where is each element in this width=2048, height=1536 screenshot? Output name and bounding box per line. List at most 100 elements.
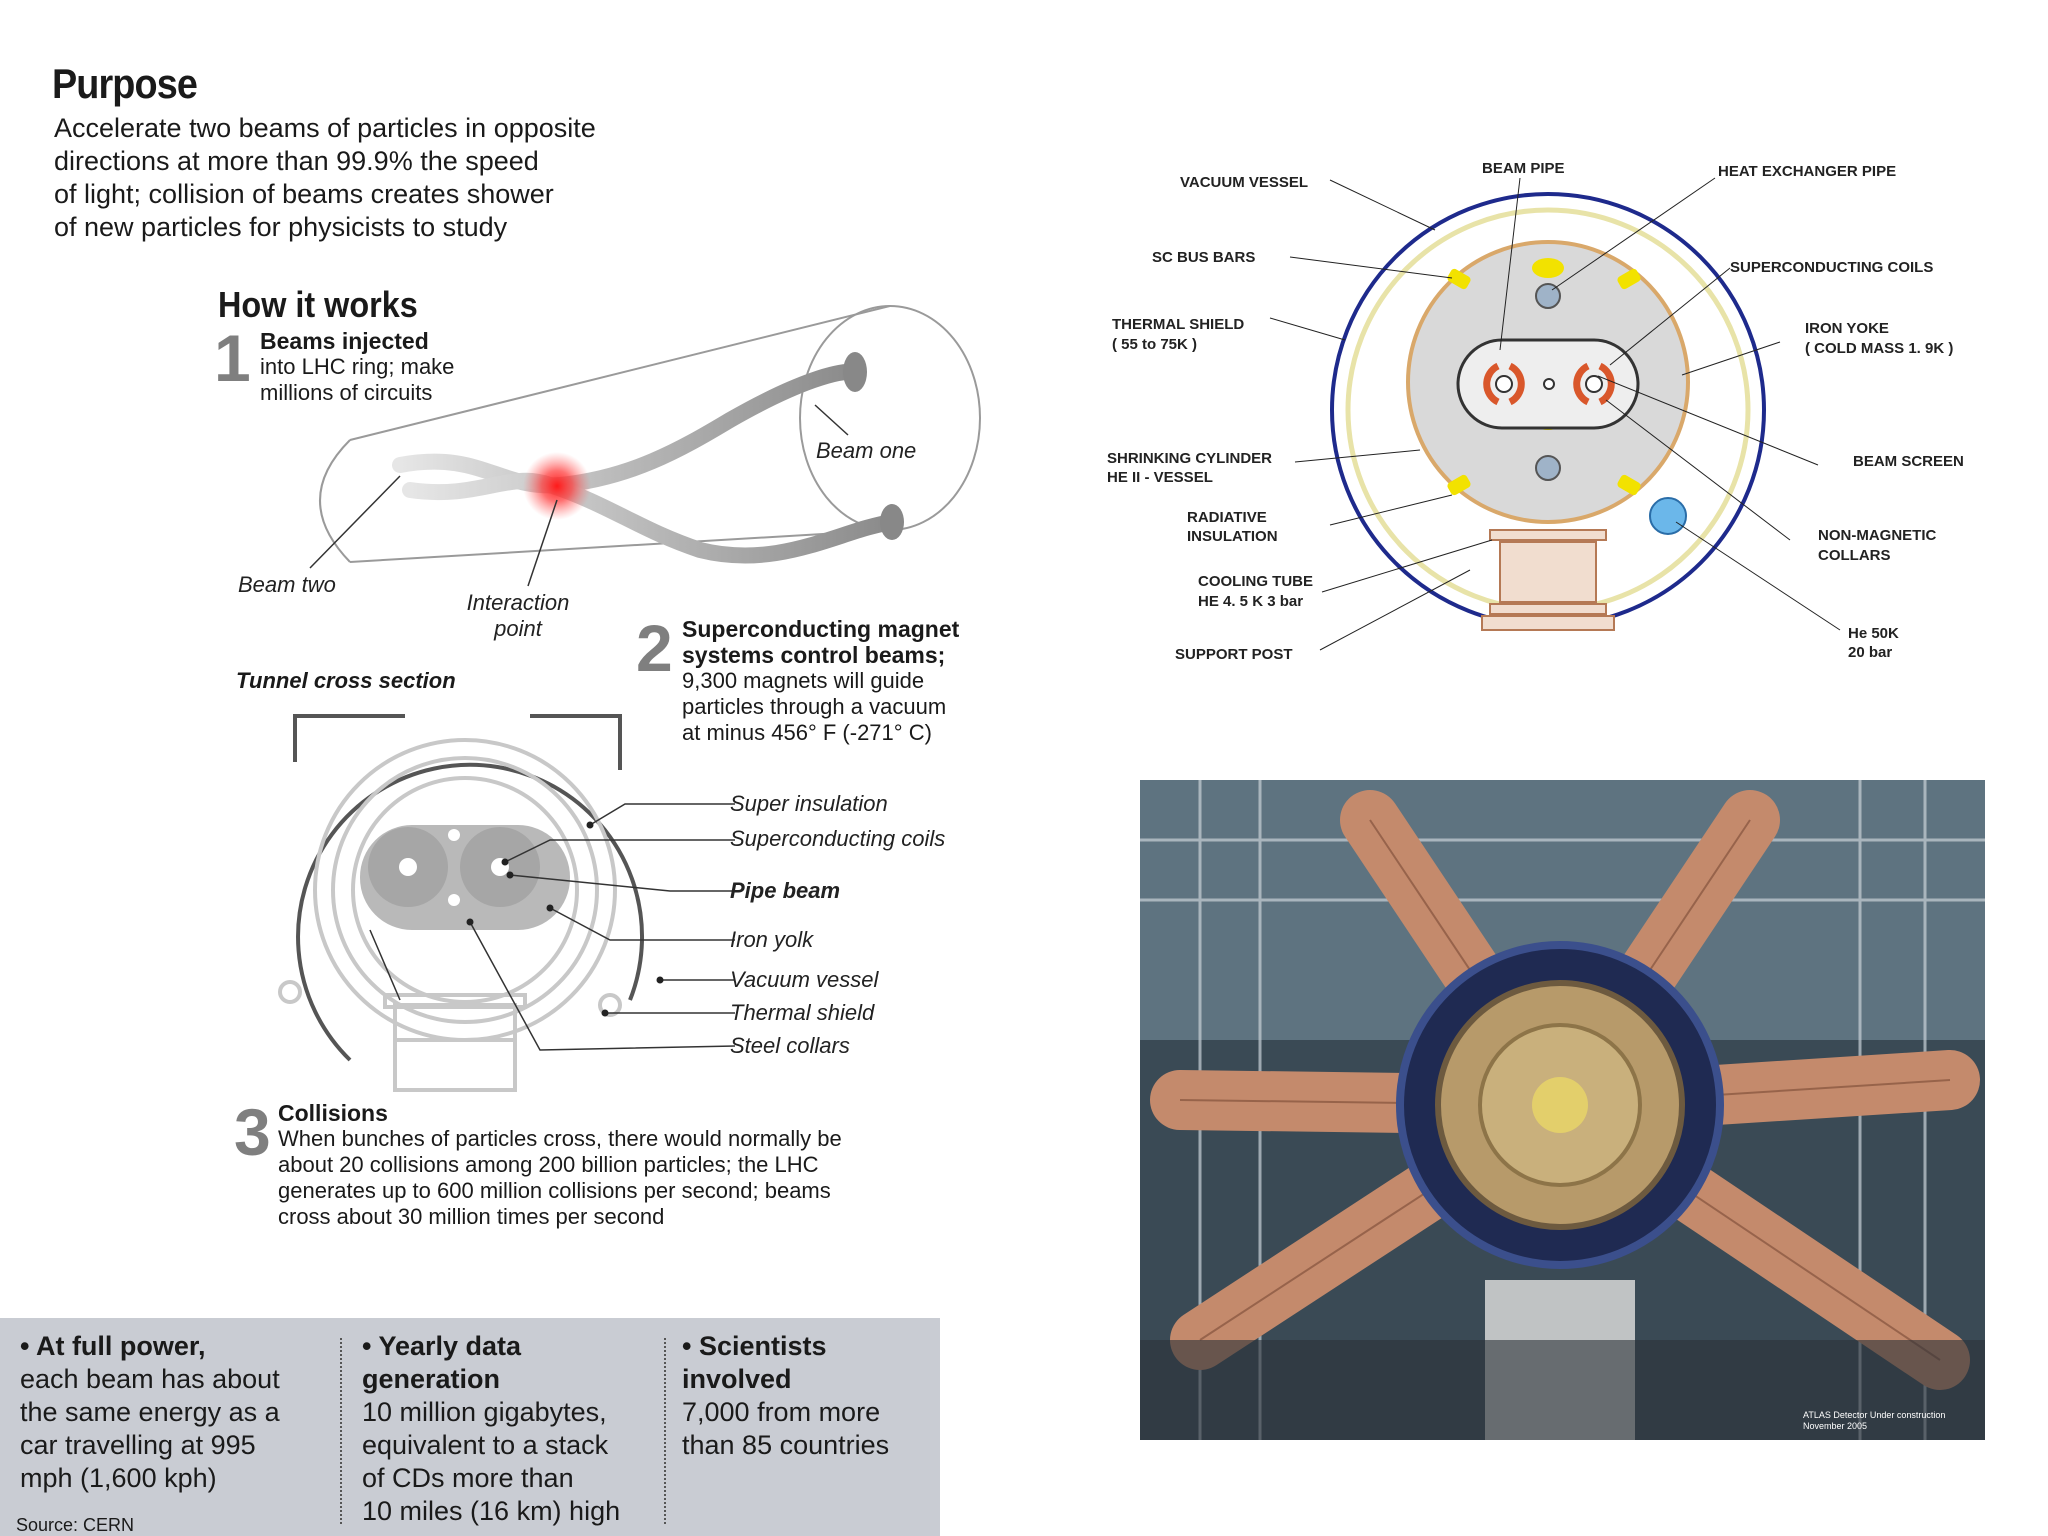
beam-one-path [392,363,863,494]
beam-axis [1532,1077,1588,1133]
dipole-top-labels: BEAM PIPE HEAT EXCHANGER PIPE [1482,160,1896,180]
beam-one-leader [814,404,849,436]
step-1-title: Beams injected [260,328,429,354]
dipole-leaders [1269,177,1841,651]
fact-line: 7,000 from more [682,1397,881,1427]
purpose-line: Accelerate two beams of particles in opp… [54,113,596,143]
heat-exchanger-pipe [1535,283,1561,309]
dipole-label: ( COLD MASS 1. 9K ) [1805,340,1953,357]
fact-scientists: • Scientists involved 7,000 from more th… [682,1330,889,1462]
dipole-label: RADIATIVE [1187,509,1267,526]
tunnel-cross-section-diagram [278,714,736,1092]
step-1-line: millions of circuits [260,380,433,405]
tunnel-label-super-insulation: Super insulation [730,791,888,816]
tunnel-label-superconducting-coils: Superconducting coils [730,826,946,851]
interaction-point-leader [527,499,558,587]
dipole-label: SUPPORT POST [1175,646,1293,660]
dipole-label: SC BUS BARS [1152,249,1255,266]
fact-heading: • At full power, [20,1331,206,1361]
fact-line: than 85 countries [682,1430,890,1460]
dipole-label: 20 bar [1848,644,1892,660]
heat-exchanger-pipe-lower [1535,455,1561,481]
tunnel-cross-section-title: Tunnel cross section [236,668,456,693]
step-2-title-line: systems control beams; [682,642,946,668]
fact-divider [664,1338,666,1524]
purpose-text: Accelerate two beams of particles in opp… [54,112,694,244]
step-2-number: 2 [636,611,673,685]
facts-box [0,1318,940,1536]
dipole-left-labels: VACUUM VESSEL SC BUS BARS THERMAL SHIELD… [1107,174,1313,660]
beam-two-end [880,504,904,540]
step-3-number: 3 [234,1095,271,1169]
tunnel-leaders [369,803,736,1051]
fact-line: car travelling at 995 [20,1430,256,1460]
helium-pipe [1649,497,1687,535]
source-credit: Source: CERN [16,1515,135,1535]
beam-two-label: Beam two [238,572,336,597]
dipole-label: ( 55 to 75K ) [1112,336,1197,353]
how-it-works-title: How it works [218,284,418,325]
fact-heading: involved [682,1364,792,1394]
fact-line: each beam has about [20,1364,280,1394]
tunnel-label-iron-yolk: Iron yolk [730,927,814,952]
dipole-label: IRON YOKE [1805,320,1889,337]
step-1-line: into LHC ring; make [260,354,455,379]
purpose-line: of new particles for physicists to study [54,212,508,242]
step-2-line: particles through a vacuum [682,694,947,719]
dipole-label: THERMAL SHIELD [1112,316,1244,333]
purpose-line: of light; collision of beams creates sho… [54,179,554,209]
superconducting-coils [1483,362,1615,406]
fact-line: of CDs more than [362,1463,574,1493]
dipole-label: VACUUM VESSEL [1180,174,1308,191]
dipole-label: BEAM PIPE [1482,160,1565,177]
photo-caption-line: ATLAS Detector Under construction [1803,1410,1946,1420]
interaction-point-line: point [494,616,542,641]
fact-line: 10 million gigabytes, [362,1397,607,1427]
support-structure [278,980,622,1092]
fact-heading: • Yearly data [362,1331,522,1361]
step-3-line: When bunches of particles cross, there w… [278,1126,842,1151]
dipole-label: He 50K [1848,625,1899,642]
dipole-label: COLLARS [1818,547,1891,564]
tunnel-label-vacuum-vessel: Vacuum vessel [730,967,879,992]
fact-heading: generation [362,1364,501,1394]
step-1-number: 1 [214,321,251,395]
step-3-text: Collisions When bunches of particles cro… [278,1100,842,1230]
dipole-label: HE II - VESSEL [1107,469,1213,486]
atlas-detector-photo [1140,780,1985,1440]
beam-one-end [843,352,867,392]
dipole-label: COOLING TUBE [1198,573,1313,590]
interaction-point-glow [523,452,591,520]
dipole-label: BEAM SCREEN [1853,453,1964,470]
dipole-cross-section-diagram: VACUUM VESSEL SC BUS BARS THERMAL SHIELD… [1107,160,1964,660]
tunnel-label-thermal-shield: Thermal shield [730,1000,875,1025]
tunnel-leader-dots [466,821,664,1017]
dipole-label: SUPERCONDUCTING COILS [1730,259,1933,276]
support-post [1481,529,1615,631]
interaction-point-line: Interaction [466,590,570,615]
fact-line: mph (1,600 kph) [20,1463,217,1493]
dipole-label: NON-MAGNETIC [1818,527,1936,544]
beam-two-path [402,472,900,564]
purpose-title: Purpose [52,60,198,107]
step-2-title-line: Superconducting magnet [682,616,960,642]
fact-divider [340,1338,342,1524]
cavern-floor [1140,1340,1985,1440]
fact-heading: • Scientists [682,1331,827,1361]
step-3-line: cross about 30 million times per second [278,1204,665,1229]
tunnel-outline [293,714,645,1062]
beam-one-label: Beam one [816,438,917,463]
magnet-core [360,825,570,930]
step-1-text: Beams injected into LHC ring; make milli… [260,328,454,406]
beam-two-leader [309,475,401,569]
fact-yearly-data: • Yearly data generation 10 million giga… [362,1330,620,1528]
step-2-text: Superconducting magnet systems control b… [682,616,959,746]
step-3-line: about 20 collisions among 200 billion pa… [278,1152,819,1177]
dipole-label: INSULATION [1187,528,1278,545]
fact-line: the same energy as a [20,1397,280,1427]
fact-full-power: • At full power, each beam has about the… [20,1330,280,1495]
beam-pipes [1495,375,1603,393]
fact-line: 10 miles (16 km) high [362,1496,621,1526]
dipole-label: HEAT EXCHANGER PIPE [1718,163,1896,180]
tunnel-label-steel-collars: Steel collars [730,1033,850,1058]
